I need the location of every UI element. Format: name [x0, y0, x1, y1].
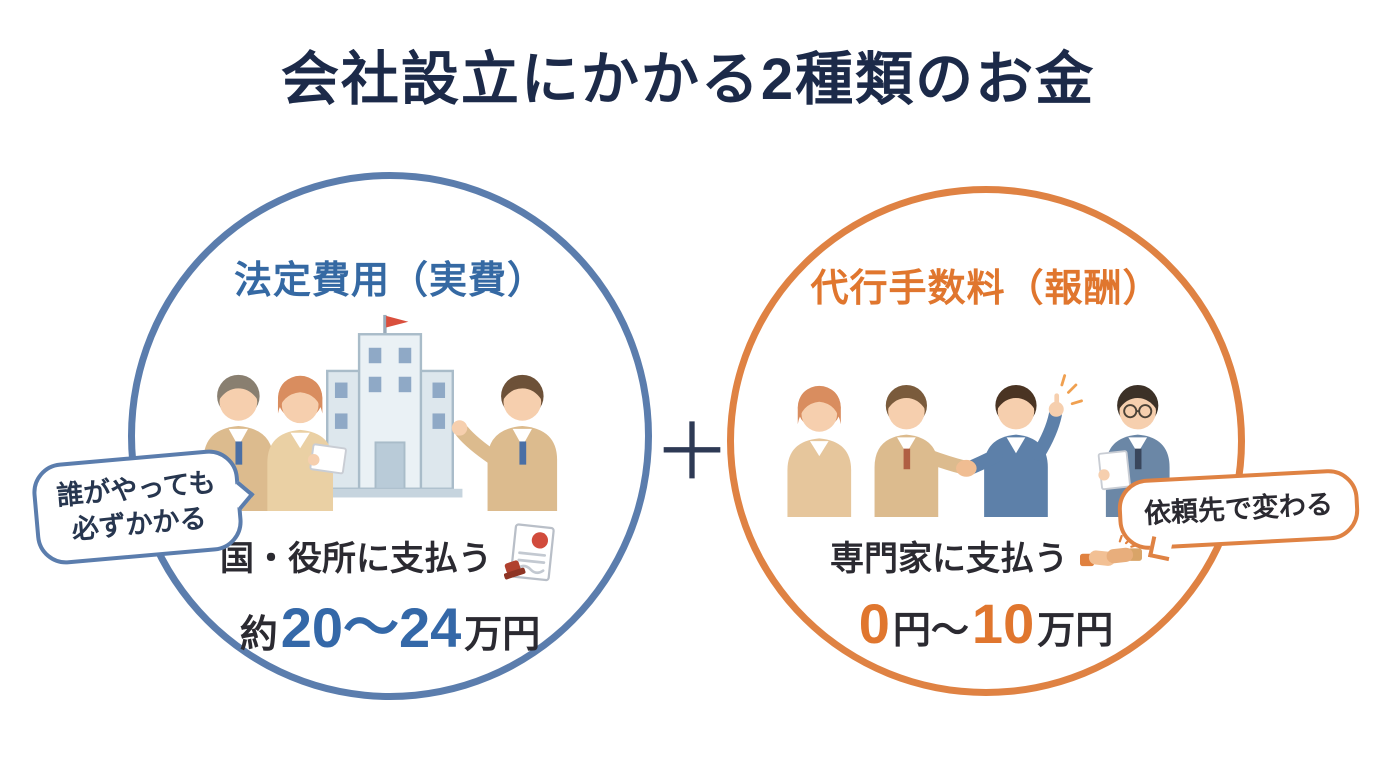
- businesswoman-left: [787, 385, 852, 517]
- legal-fees-amount-value: 20〜24: [280, 596, 462, 659]
- document-stamp-icon: [504, 523, 555, 582]
- right-speech-bubble-tail: [1147, 536, 1173, 562]
- agency-fees-amount-high: 10: [971, 592, 1035, 655]
- page-title: 会社設立にかかる2種類のお金: [280, 47, 1096, 112]
- legal-fees-amount: 約 20〜24 万円: [135, 583, 645, 664]
- government-building: [317, 314, 463, 498]
- agency-fees-circle: 代行手数料（報酬）: [727, 186, 1245, 696]
- agency-fees-amount-low: 0: [858, 592, 890, 655]
- professionals-handshake-illustration: [787, 374, 1170, 517]
- legal-fees-heading: 法定費用（実費）: [233, 260, 546, 302]
- businessman-tan-suit: [874, 384, 971, 517]
- agency-fees-amount-unit-high: 万円: [1037, 610, 1114, 652]
- handshake-icon: [1080, 535, 1142, 567]
- agency-fees-heading: 代行手数料（報酬）: [810, 268, 1162, 310]
- right-speech-bubble: 依頼先で変わる: [1116, 467, 1361, 562]
- agency-fees-amount-unit-low: 円〜: [892, 610, 969, 652]
- agency-fees-amount: 0 円〜 10 万円: [734, 591, 1238, 656]
- agency-fees-payee-row: 専門家に支払う: [734, 531, 1238, 580]
- legal-fees-payee-row: 国・役所に支払う: [135, 523, 645, 587]
- left-speech-bubble: 誰がやっても 必ずかかる: [29, 447, 255, 568]
- businessman-right: [451, 374, 558, 511]
- handshake-hands: [956, 459, 977, 477]
- agency-fees-payee-text: 専門家に支払う: [830, 540, 1068, 578]
- legal-fees-amount-prefix: 約: [239, 614, 278, 656]
- businessman-blue-suit: [962, 374, 1083, 517]
- people-with-government-building-illustration: [203, 314, 558, 511]
- legal-fees-amount-unit: 万円: [464, 614, 541, 656]
- legal-fees-payee-text: 国・役所に支払う: [220, 539, 492, 578]
- right-speech-bubble-text: 依頼先で変わる: [1143, 489, 1334, 529]
- legal-fees-circle: 法定費用（実費）: [128, 172, 652, 700]
- plus-sign: ＋: [652, 408, 731, 496]
- businesswoman-with-paper: [267, 375, 347, 511]
